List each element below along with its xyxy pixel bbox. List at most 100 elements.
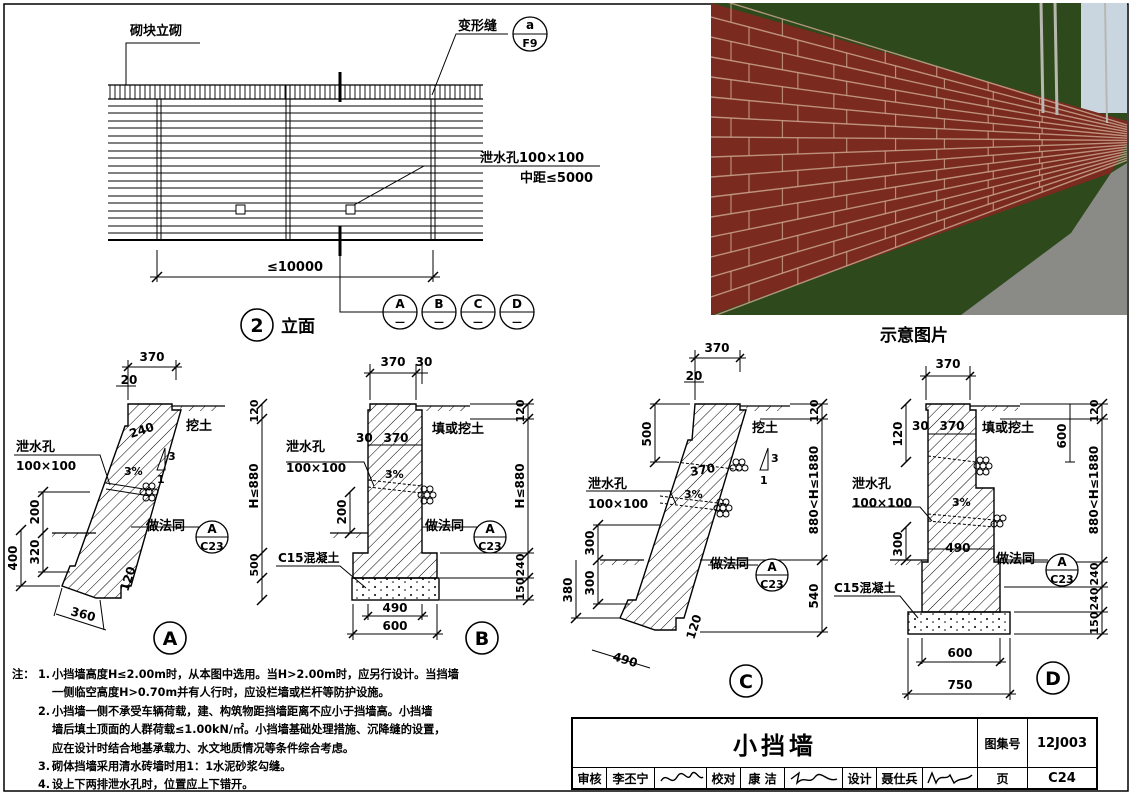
section-letter: B xyxy=(475,628,489,650)
dim-top-width: 370 xyxy=(704,341,729,355)
wall-body xyxy=(619,403,747,631)
note-prefix xyxy=(12,721,38,739)
section-ref-b: B— xyxy=(421,294,457,330)
dim-380: 380 xyxy=(561,577,575,602)
atlas-number: 12J003 xyxy=(1028,719,1096,768)
dim-vH: 880<H≤1880 xyxy=(807,446,821,535)
dim-v540: 540 xyxy=(807,583,821,608)
ref-top: A xyxy=(207,522,217,536)
note-prefix xyxy=(12,703,38,721)
view-number: 2 xyxy=(250,315,263,337)
photo-caption: 示意图片 xyxy=(880,326,948,346)
slope-num: 3 xyxy=(168,450,176,463)
page-label: 页 xyxy=(978,768,1028,788)
notes: 注：1.小挡墙高度H≤2.00m时，从本图中选用。当H>2.00m时，应另行设计… xyxy=(12,666,572,795)
dim-top-width: 370 xyxy=(935,357,960,371)
dim-top-offset: 30 xyxy=(416,355,433,369)
dim-v500: 500 xyxy=(248,553,261,576)
dim-490: 490 xyxy=(382,601,407,615)
weep-label: 泄水孔 xyxy=(16,439,55,455)
weep-size: 100×100 xyxy=(286,461,346,475)
section-b: 370 30 30 370 填或挖土 泄水孔 100×100 3% 200 C1… xyxy=(247,355,534,655)
reviewer-signature xyxy=(655,768,707,788)
fall-label: 3% xyxy=(385,468,404,481)
soil-label: 挖土 xyxy=(186,418,212,434)
note-text: 一侧临空高度H>0.70m并有人行时，应设栏墙或栏杆等防护设施。 xyxy=(52,686,390,700)
dim-vH-left: H≤880 xyxy=(247,463,261,508)
dim-vH: H≤880 xyxy=(513,463,527,508)
section-letter: A xyxy=(163,628,178,650)
note-number: 1. xyxy=(38,668,51,681)
weep-label: 泄水孔 xyxy=(286,439,325,455)
note-text: 应在设计时结合地基承载力、水文地质情况等条件综合考虑。 xyxy=(52,741,355,755)
concrete-footing xyxy=(351,577,440,601)
weep-size: 100×100 xyxy=(852,496,912,510)
dim-left-120: 120 xyxy=(891,421,905,446)
dim-v120: 120 xyxy=(514,399,527,422)
section-ref-a: A— xyxy=(382,294,418,330)
ref-bottom: C23 xyxy=(478,540,501,553)
note-number xyxy=(38,684,52,702)
section-ref-letter: D xyxy=(512,297,522,311)
weep-hole xyxy=(235,204,246,215)
weep-label: 泄水孔100×100 xyxy=(480,150,584,166)
reviewer-name: 李丕宁 xyxy=(607,768,655,788)
gravel-filter xyxy=(417,485,437,505)
section-letter-bubble xyxy=(1036,661,1070,695)
section-letter: C xyxy=(739,671,753,693)
dim-base-width: 490 xyxy=(611,649,639,670)
fall-label: 3% xyxy=(952,496,971,509)
atlas-label: 图集号 xyxy=(978,719,1028,768)
section-refs: A—B—C—D— xyxy=(382,294,535,330)
design-label: 设计 xyxy=(843,768,877,788)
dim-v120-left: 120 xyxy=(248,399,261,422)
dim-600: 600 xyxy=(382,619,407,633)
slope-den: 1 xyxy=(157,473,165,486)
dim-vH: 880<H≤1880 xyxy=(1087,446,1101,535)
fall-label: 3% xyxy=(684,488,703,501)
dim-320: 320 xyxy=(28,539,42,564)
dim-400: 400 xyxy=(6,545,20,570)
weep-spacing-label: 中距≤5000 xyxy=(520,170,593,186)
weep-label: 泄水孔 xyxy=(852,476,891,492)
concrete-footing xyxy=(907,611,1011,635)
ref-text: 做法同 xyxy=(424,518,464,534)
note-line: 注：1.小挡墙高度H≤2.00m时，从本图中选用。当H>2.00m时，应另行设计… xyxy=(12,666,572,684)
note-line: 墙后填土顶面的人群荷载≤1.00kN/㎡。小挡墙基础处理措施、沉降缝的设置， xyxy=(12,721,572,739)
slope-den: 1 xyxy=(760,474,768,487)
ref-text: 做法同 xyxy=(995,551,1035,567)
note-text: 砌体挡墙采用清水砖墙时用1：1水泥砂浆勾缝。 xyxy=(52,760,292,774)
note-line: 应在设计时结合地基承载力、水文地质情况等条件综合考虑。 xyxy=(12,740,572,758)
dim-300b: 300 xyxy=(583,570,597,595)
example-photo xyxy=(711,3,1127,315)
weep-size: 100×100 xyxy=(588,497,648,511)
dim-500: 500 xyxy=(640,421,654,446)
elevation-view: 砌块立砌 变形缝 a F9 泄水孔100×100 中距≤5000 ≤10000 … xyxy=(108,16,600,342)
view-title: 立面 xyxy=(281,316,315,337)
ref-bottom: C23 xyxy=(1050,573,1073,586)
weep-label: 泄水孔 xyxy=(588,476,627,492)
dim-600: 600 xyxy=(947,646,972,660)
dim-top-offset: 20 xyxy=(121,373,138,387)
dim-v120: 120 xyxy=(808,399,821,422)
note-line: 2.小挡墙一侧不承受车辆荷载，建、构筑物距挡墙距离不应小于挡墙高。小挡墙 xyxy=(12,703,572,721)
note-text: 设上下两排泄水孔时，位置应上下错开。 xyxy=(52,778,254,792)
section-ref-letter: A xyxy=(395,297,405,311)
joint-ref-bottom: F9 xyxy=(522,37,537,50)
dim-v150: 150 xyxy=(1088,611,1101,634)
note-number: 4. xyxy=(38,778,51,792)
section-ref-letter: B xyxy=(434,297,443,311)
note-number xyxy=(38,740,52,758)
section-c: 370 20 挖土 3 1 370 泄水孔 100×100 3% 500 300… xyxy=(561,341,828,698)
view-number-bubble xyxy=(240,308,274,342)
soil-label: 填或挖土 xyxy=(432,421,484,437)
dim-200: 200 xyxy=(28,499,42,524)
dim-top-offset: 20 xyxy=(686,369,703,383)
dim-v120: 120 xyxy=(1088,399,1101,422)
ref-bottom: C23 xyxy=(760,578,783,591)
dim-30: 30 xyxy=(912,419,929,433)
weep-size: 100×100 xyxy=(16,459,76,473)
ref-top: A xyxy=(1057,555,1067,569)
note-line: 4.设上下两排泄水孔时，位置应上下错开。 xyxy=(12,776,572,794)
